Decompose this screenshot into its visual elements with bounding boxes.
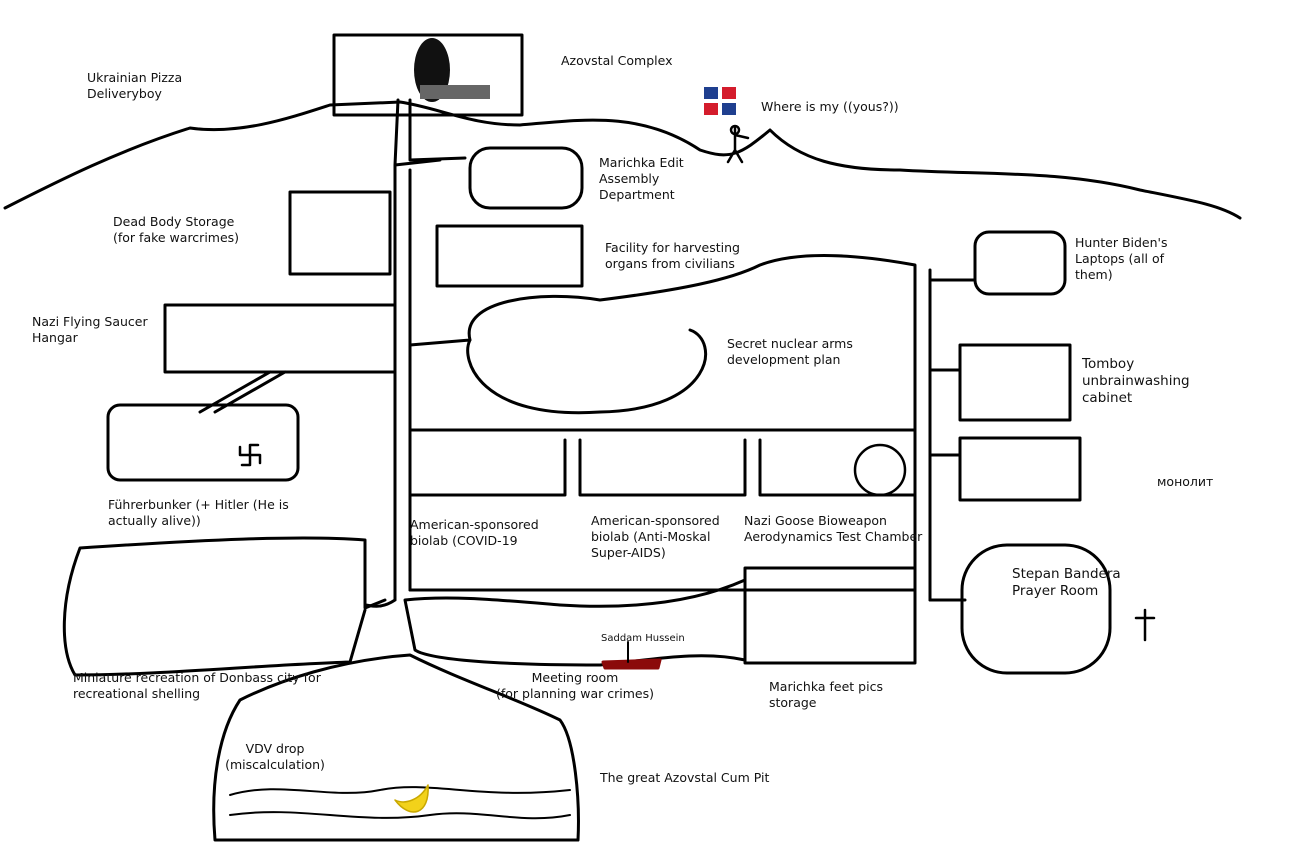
label-pizza: Ukrainian Pizza Deliveryboy <box>87 70 183 101</box>
label-biden: Hunter Biden's Laptops (all of them) <box>1075 235 1168 282</box>
mole-minigun-icon <box>414 38 490 102</box>
right-road <box>928 278 1082 602</box>
azovstal-building <box>332 33 524 117</box>
organ-facility <box>435 224 584 288</box>
label-feet: Marichka feet pics storage <box>769 679 883 710</box>
label-tomboy: Tomboy unbrainwashing cabinet <box>1082 356 1190 406</box>
label-saucer: Nazi Flying Saucer Hangar <box>32 314 148 345</box>
marichka-edit-room <box>468 146 584 210</box>
biolab-row <box>408 428 917 497</box>
nuclear-room <box>408 254 932 602</box>
label-vdv: VDV drop (miscalculation) <box>225 741 325 772</box>
label-azovstal: Azovstal Complex <box>561 53 673 68</box>
label-marichka-edit: Marichka Edit Assembly Department <box>599 155 684 202</box>
steering-wheel-icon <box>853 443 907 497</box>
label-nuclear: Secret nuclear arms development plan <box>727 336 853 367</box>
stick-figure-icon <box>726 126 750 164</box>
main-road <box>363 98 467 608</box>
dead-body-room <box>288 190 392 276</box>
label-bandera: Stepan Bandera Prayer Room <box>1012 566 1121 599</box>
middle-road <box>408 498 917 592</box>
meeting-room <box>403 578 747 667</box>
feet-storage <box>743 566 917 665</box>
donbass-room <box>62 536 387 677</box>
pit-waves <box>229 786 571 820</box>
bandera-room <box>960 543 1112 675</box>
saucer-hangar <box>163 303 397 374</box>
saddam-body <box>601 658 662 670</box>
cum-pit <box>212 653 580 842</box>
label-meeting: Meeting room (for planning war crimes) <box>496 670 654 701</box>
biden-room <box>973 230 1067 296</box>
label-organs: Facility for harvesting organs from civi… <box>605 240 740 271</box>
banana-icon <box>394 784 429 813</box>
label-yous: Where is my ((yous?)) <box>761 99 899 114</box>
label-goose: Nazi Goose Bioweapon Aerodynamics Test C… <box>744 513 923 544</box>
label-saddam: Saddam Hussein <box>601 633 685 644</box>
label-cum-pit: The great Azovstal Cum Pit <box>600 770 770 785</box>
hill-line <box>3 100 1242 220</box>
label-monolith: монолит <box>1157 474 1214 489</box>
label-dead-body: Dead Body Storage (for fake warcrimes) <box>113 214 240 245</box>
label-biolab-covid: American-sponsored biolab (COVID-19 <box>410 517 539 548</box>
cross-icon <box>1134 608 1156 642</box>
flag-icon <box>704 87 736 115</box>
swastika-icon <box>238 443 262 467</box>
label-donbass: Miniature recreation of Donbass city for… <box>73 670 321 701</box>
label-biolab-aids: American-sponsored biolab (Anti-Moskal S… <box>591 513 720 560</box>
label-fuhrerbunker: Führerbunker (+ Hitler (He is actually a… <box>108 497 289 528</box>
fuhrerbunker-room <box>106 403 300 482</box>
